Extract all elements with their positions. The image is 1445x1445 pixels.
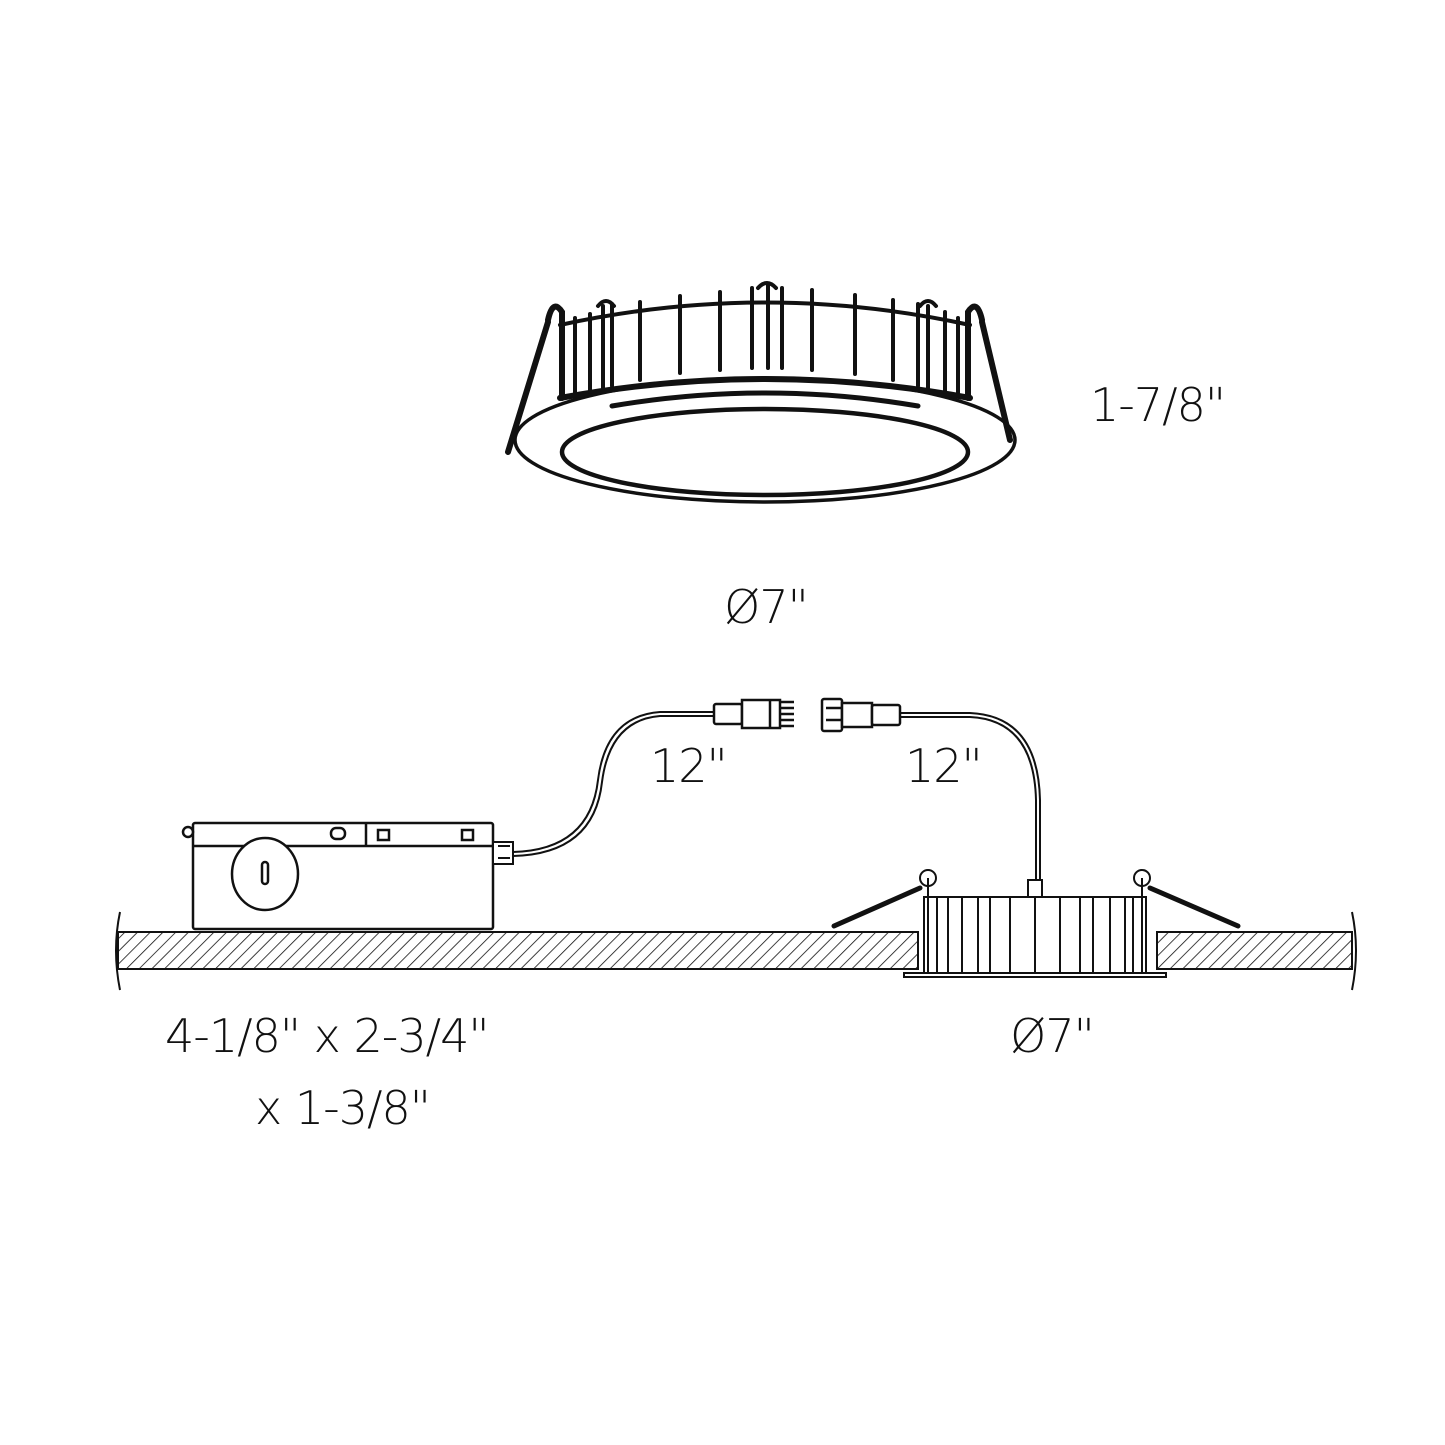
fixture-diameter-top-label: Ø7" [724, 580, 809, 634]
fixture-diameter-bottom-label: Ø7" [1010, 1009, 1095, 1063]
cable-right [900, 712, 1041, 882]
cable-right-length-label: 12" [905, 739, 983, 793]
jbox-dimensions-line1: 4-1/8" x 2-3/4" [165, 1009, 490, 1063]
cable-left [512, 711, 714, 857]
ceiling-section [115, 911, 1357, 991]
cable-left-length-label: 12" [650, 739, 728, 793]
connector-female [820, 697, 902, 733]
jbox-dimensions-line2: x 1-3/8" [255, 1081, 431, 1135]
fixture-height-label: 1-7/8" [1090, 378, 1226, 432]
junction-box [181, 821, 514, 931]
fixture-side-view [831, 869, 1241, 978]
connector-male [712, 698, 794, 730]
fixture-perspective-view [505, 281, 1017, 504]
